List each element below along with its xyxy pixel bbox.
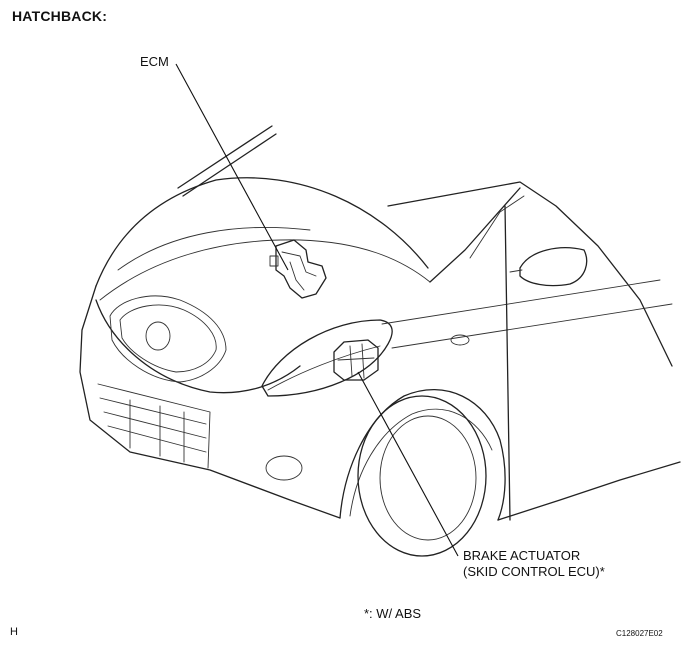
brake-actuator-component bbox=[333, 339, 379, 381]
figure-code: C128027E02 bbox=[616, 629, 663, 638]
ecm-component bbox=[269, 239, 327, 299]
abs-footnote: *: W/ ABS bbox=[364, 606, 422, 621]
corner-mark: H bbox=[10, 626, 18, 638]
brake-actuator-leader-line bbox=[357, 371, 459, 557]
ecm-callout-label: ECM bbox=[140, 54, 169, 69]
diagram-header: HATCHBACK: bbox=[12, 8, 108, 24]
brake-actuator-callout-label: BRAKE ACTUATOR bbox=[463, 548, 581, 563]
ecm-leader-line bbox=[175, 63, 289, 271]
car-body-outline bbox=[79, 125, 681, 557]
skid-control-ecu-callout-label: (SKID CONTROL ECU)* bbox=[463, 564, 605, 579]
